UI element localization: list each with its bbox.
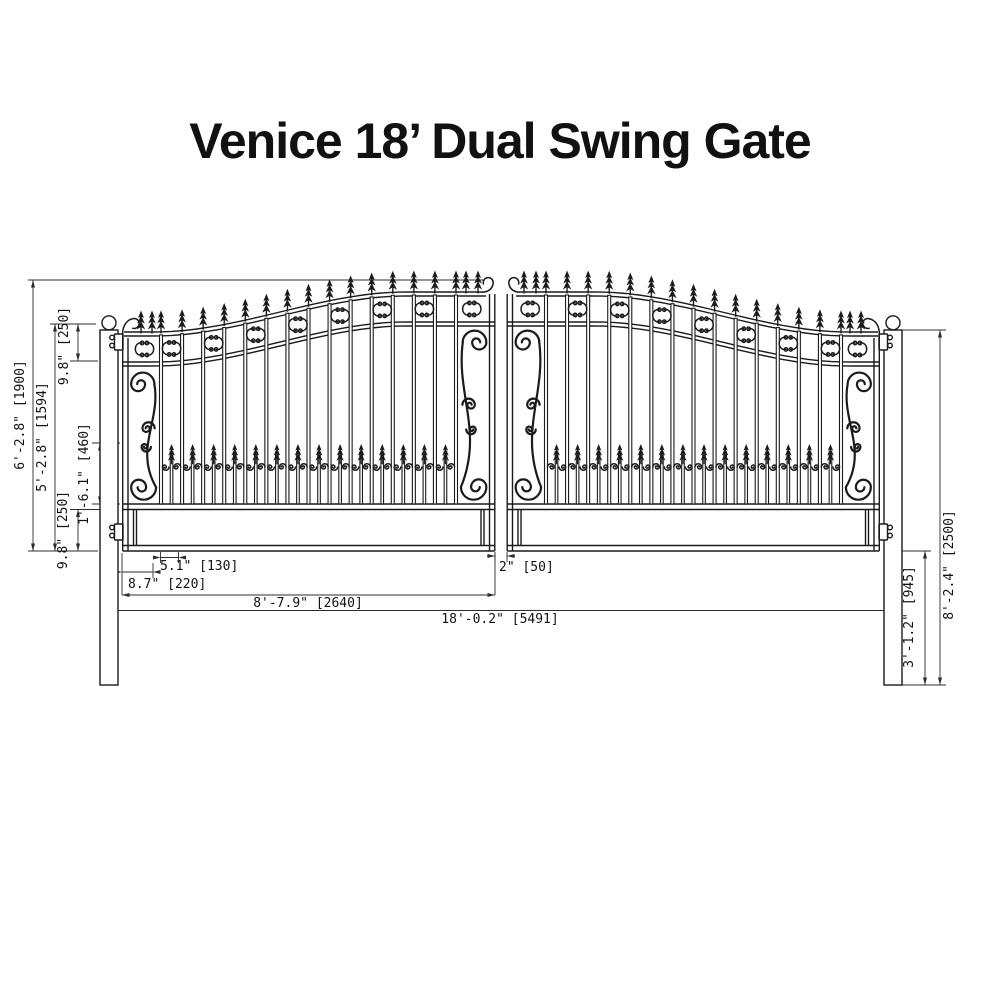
left-gate-assembly — [99, 270, 496, 686]
spear-finial-icon — [241, 298, 250, 322]
dim-label-leaf-height: 5'-2.8" [1594] — [35, 382, 50, 492]
spear-finial-icon — [325, 279, 334, 303]
spear-finial-icon — [209, 444, 218, 465]
spear-finial-icon — [420, 444, 429, 465]
scroll-pair-icon — [245, 326, 266, 344]
spear-finial-icon — [399, 444, 408, 465]
spear-finial-icon — [441, 444, 450, 465]
gate-leaf — [121, 270, 496, 552]
spear-finial-icon — [304, 283, 313, 307]
spear-finial-icon — [451, 270, 461, 294]
s-scroll-ornament — [459, 329, 488, 501]
right-gate-assembly — [506, 269, 904, 687]
gate-post — [99, 315, 119, 686]
spear-finial-icon — [283, 288, 292, 312]
spear-finial-icon — [430, 270, 440, 294]
spear-finial-icon — [388, 270, 397, 294]
spear-finial-icon — [378, 444, 386, 465]
spear-finial-icon — [262, 293, 271, 317]
dimension-labels: 6'-2.8" [1900] 5'-2.8" [1594] 9.8" [250]… — [13, 307, 957, 668]
spear-finial-icon — [409, 270, 419, 294]
dim-label-post-below-gate: 3'-1.2" [945] — [902, 566, 917, 668]
dim-label-top-band-height: 9.8" [250] — [57, 307, 72, 385]
spear-finial-icon — [198, 306, 208, 330]
spear-finial-icon — [336, 444, 344, 465]
scroll-pair-icon — [134, 340, 155, 358]
spear-finial-icon — [167, 444, 176, 465]
s-scroll-ornament — [130, 371, 158, 501]
scroll-pair-icon — [372, 301, 393, 319]
spear-finial-icon — [231, 444, 239, 465]
dimension-lines — [28, 279, 946, 686]
dim-label-bottom-band-height: 9.8" [250] — [56, 491, 71, 569]
dim-label-center-gap: 2" [50] — [499, 560, 554, 575]
spear-finial-icon — [367, 272, 376, 296]
spear-finial-icon — [136, 310, 146, 334]
scroll-pair-icon — [461, 300, 482, 318]
spear-finial-icon — [147, 310, 157, 334]
scroll-pair-icon — [161, 340, 182, 357]
spear-finial-icon — [252, 444, 260, 465]
spear-finial-icon — [357, 444, 365, 465]
scroll-pair-icon — [288, 316, 308, 334]
scroll-pair-icon — [414, 300, 435, 318]
hinge — [108, 523, 124, 541]
dim-label-picket-spacing: 5.1" [130] — [160, 559, 238, 574]
spear-finial-icon — [188, 444, 197, 465]
spear-finial-icon — [315, 444, 323, 465]
page-title: Venice 18’ Dual Swing Gate — [189, 113, 812, 169]
scroll-pair-icon — [203, 334, 224, 352]
spear-finial-icon — [156, 310, 166, 334]
spear-finial-icon — [273, 444, 281, 465]
spear-finial-icon — [294, 444, 302, 465]
spear-finial-icon — [177, 309, 187, 333]
dim-label-leaf-width: 8'-7.9" [2640] — [253, 596, 363, 611]
gate-drawing — [28, 269, 946, 687]
spear-finial-icon — [461, 270, 471, 294]
dim-label-mid-band-height: 1'-6.1" [460] — [77, 423, 92, 525]
spear-finial-icon — [220, 302, 229, 326]
dim-label-edge-offset: 8.7" [220] — [128, 577, 206, 592]
scroll-pair-icon — [330, 307, 350, 325]
dim-label-overall-height: 6'-2.8" [1900] — [13, 360, 28, 470]
dim-label-post-height: 8'-2.4" [2500] — [942, 510, 957, 620]
spear-finial-icon — [346, 275, 355, 299]
dim-label-overall-width: 18'-0.2" [5491] — [441, 612, 558, 627]
spear-finial-icon — [473, 270, 483, 294]
